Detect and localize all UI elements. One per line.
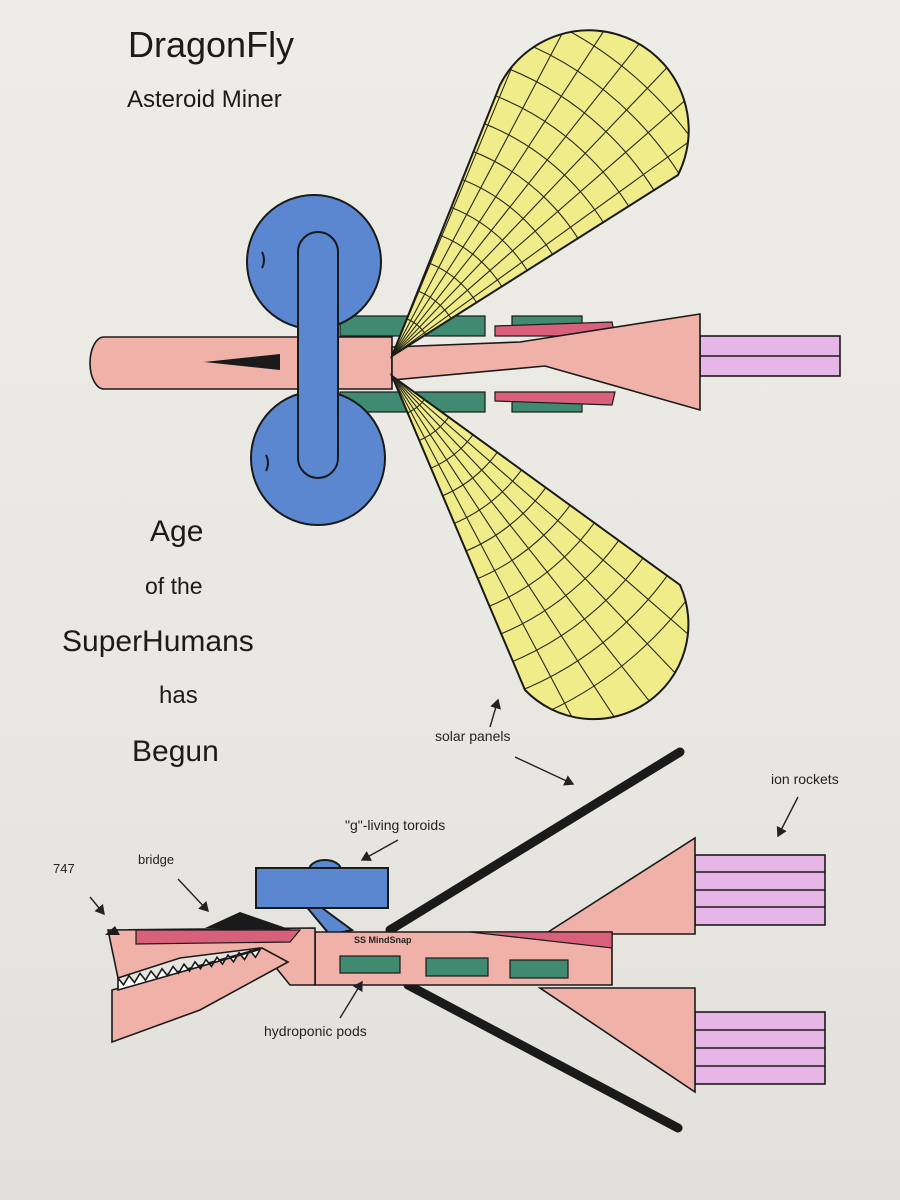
- slogan-line-2: of the: [145, 573, 203, 599]
- ion-rocket-top: [699, 335, 841, 377]
- hydroponic-pods-side: [339, 955, 569, 979]
- arrow-ion: [776, 796, 799, 838]
- label-toroids: "g"-living toroids: [345, 817, 446, 833]
- slogan-line-4: has: [159, 682, 198, 709]
- toroid-side-view: [255, 859, 389, 937]
- dragon-teeth: [117, 947, 262, 992]
- callout-arrows: [89, 698, 799, 1019]
- arrow-bridge: [177, 878, 209, 913]
- pod-side-1: [339, 955, 401, 974]
- hull-top-rear: [391, 313, 701, 412]
- arrow-solar-side: [514, 756, 575, 786]
- slogan-line-3: SuperHumans: [62, 625, 254, 658]
- solar-rod-lower: [403, 980, 683, 1133]
- stripe-bridge: [135, 929, 302, 945]
- label-bridge: bridge: [138, 852, 175, 867]
- fin-upper: [542, 836, 696, 935]
- label-747: 747: [53, 861, 75, 876]
- arrow-hydro: [339, 980, 363, 1019]
- toroid-box: [255, 867, 389, 909]
- ship-name-label: SS MindSnap: [354, 935, 412, 945]
- airliner-mark: [105, 926, 120, 935]
- ion-rockets-side: [694, 854, 826, 1085]
- toroids-top-view: [246, 194, 386, 526]
- label-ion-rockets: ion rockets: [771, 771, 839, 787]
- slogan-line-5: Begun: [132, 735, 219, 768]
- solar-rod-upper: [385, 747, 685, 935]
- label-solar-panels: solar panels: [435, 728, 511, 744]
- toroid-connector: [297, 231, 339, 479]
- diagram-subtitle: Asteroid Miner: [127, 86, 282, 113]
- arrow-solar-top: [489, 698, 501, 728]
- stripe-top-2: [494, 391, 616, 406]
- fin-lower: [537, 987, 696, 1094]
- pod-side-3: [509, 959, 569, 979]
- arrow-toroids: [360, 839, 399, 861]
- cockpit-wedge: [204, 354, 280, 370]
- side-view: [105, 747, 826, 1133]
- diagram-title: DragonFly: [128, 24, 295, 65]
- pod-side-2: [425, 957, 489, 977]
- slogan-line-1: Age: [150, 515, 204, 548]
- top-view: [89, 29, 841, 721]
- stripe-side-rear: [469, 931, 613, 949]
- bridge-wedge: [205, 912, 292, 930]
- arrow-747: [89, 896, 105, 916]
- label-hydroponic-pods: hydroponic pods: [264, 1023, 367, 1039]
